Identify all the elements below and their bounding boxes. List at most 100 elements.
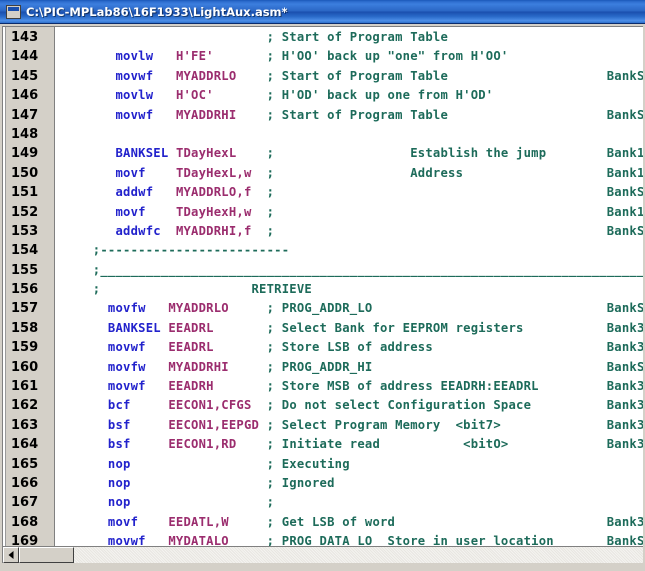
gap-space [274,185,607,199]
gap-space [531,398,607,412]
code-line[interactable]: bsf EECON1,RD ; Initiate read <bitO> Ban… [55,435,643,454]
document-window-icon [6,4,21,19]
code-line[interactable]: movwf MYADDRLO ; Start of Program Table … [55,67,643,86]
code-line[interactable]: BANKSEL EEADRL ; Select Bank for EEPROM … [55,319,643,338]
scrollbar-thumb[interactable] [19,547,74,563]
window-titlebar[interactable]: C:\PIC-MPLab86\16F1933\LightAux.asm* [0,0,645,24]
opcode-text: bsf [107,417,169,432]
comment-text: ; Address [266,165,464,180]
bank-tag: BankShr [606,223,643,238]
gap-space [524,321,607,335]
code-line[interactable]: ; Start of Program Table | [55,28,643,47]
indent-space [55,224,115,238]
line-number: 162 [11,398,39,414]
comment-text: ; [266,495,275,510]
bank-tag: Bank1 [606,146,643,161]
code-line[interactable]: nop ; | [55,493,643,512]
code-line[interactable]: movfw MYADDRLO ; PROG_ADDR_LO BankShr | [55,299,643,318]
code-line[interactable]: movwf MYADDRHI ; Start of Program Table … [55,106,643,125]
operand-text: MYADDRLO,f [175,185,252,200]
code-line[interactable]: movfw MYADDRHI ; PROG_ADDR_HI BankShr | [55,358,643,377]
gap-space [168,457,266,471]
code-line[interactable]: movf TDayHexL,w ; Address Bank1 | [55,164,643,183]
gap-space [229,515,267,529]
gap-space [214,321,267,335]
code-line[interactable]: nop ; Ignored | [55,474,643,493]
comment-text: ; Initiate read <bitO> [266,437,509,452]
gap-space [395,515,607,529]
operand-text: MYADDRLO [168,301,229,316]
gap-space [448,108,607,122]
operand-text: EEADRH [168,379,214,394]
operand-text: EEDATL,W [168,514,229,529]
bank-tag: Bank3 [606,379,643,394]
comment-text: ; Select Bank for EEPROM registers [266,320,524,335]
gap-space [274,205,607,219]
gap-space [259,418,267,432]
scroll-left-arrow-icon [8,551,14,559]
scroll-left-button[interactable] [3,547,19,563]
operand-text: EECON1,CFGS [168,398,252,413]
code-line[interactable]: bsf EECON1,EEPGD ; Select Program Memory… [55,416,643,435]
opcode-text: movf [107,514,169,529]
indent-space [55,360,108,374]
line-number: 156 [11,282,39,298]
code-line[interactable]: addwf MYADDRLO,f ; BankShr | [55,183,643,202]
code-line[interactable]: nop ; Executing | [55,455,643,474]
indent-space [55,108,115,122]
gap-space [493,88,643,102]
comment-text: ; Executing [266,456,350,471]
code-line[interactable]: ;------------------------- [55,241,643,260]
line-number: 165 [11,456,39,472]
operand-text: MYADDRHI [168,359,229,374]
line-number: 145 [11,68,39,84]
code-line[interactable]: bcf EECON1,CFGS ; Do not select Configur… [55,396,643,415]
operand-text: MYADDRLO [175,68,237,83]
line-number: 148 [11,126,39,142]
line-number: 167 [11,495,39,511]
comment-text: ; Ignored [266,475,335,490]
comment-text: ; Start of Program Table [266,107,449,122]
code-line[interactable]: movlw H'FE' ; H'OO' back up "one" from H… [55,47,643,66]
opcode-text: movwf [115,107,176,122]
scrollbar-track[interactable] [74,547,643,563]
gap-space [168,495,266,509]
status-strip [2,563,643,571]
code-line[interactable] [55,125,643,144]
bank-tag: BankShr [606,534,643,546]
operand-text: EECON1,RD [168,437,237,452]
indent-space [55,88,115,102]
code-line[interactable]: ;_______________________________________… [55,261,643,280]
bank-tag: Bank3 [606,417,643,432]
code-line[interactable]: movf EEDATL,W ; Get LSB of word Bank3 | [55,513,643,532]
operand-text: EEADRL [168,320,214,335]
horizontal-scrollbar[interactable] [2,546,643,563]
indent-space [55,437,108,451]
line-number: 163 [11,417,39,433]
gap-space [274,495,643,509]
line-number: 166 [11,475,39,491]
code-text-area[interactable]: ; Start of Program Table | movlw H'FE' ;… [55,27,643,546]
code-line[interactable]: movwf EEADRH ; Store MSB of address EEAD… [55,377,643,396]
opcode-text: movwf [107,340,169,355]
gap-space [229,360,267,374]
code-line[interactable]: movf TDayHexH,w ; Bank1 | [55,203,643,222]
code-line[interactable]: movlw H'OC' ; H'OD' back up one from H'O… [55,86,643,105]
bank-tag: Bank1 [606,165,643,180]
operand-text: EECON1,EEPGD [168,417,260,432]
operand-text: TDayHexL [175,146,237,161]
code-line[interactable]: BANKSEL TDayHexL ; Establish the jump Ba… [55,144,643,163]
code-line[interactable]: ; RETRIEVE | [55,280,643,299]
indent-space [55,457,108,471]
code-line[interactable]: movwf MYDATALO ; PROG_DATA_LO Store in u… [55,532,643,546]
gap-space [252,185,267,199]
bank-tag: BankShr [606,359,643,374]
window-title: C:\PIC-MPLab86\16F1933\LightAux.asm* [26,4,288,19]
indent-space [55,379,108,393]
bank-tag: Bank3 [606,340,643,355]
code-line[interactable]: addwfc MYADDRHI,f ; BankShr | [55,222,643,241]
opcode-text: BANKSEL [107,320,169,335]
comment-text: ;------------------------- [55,243,290,258]
code-line[interactable]: movwf EEADRL ; Store LSB of address Bank… [55,338,643,357]
bank-tag: Bank3 [606,398,643,413]
